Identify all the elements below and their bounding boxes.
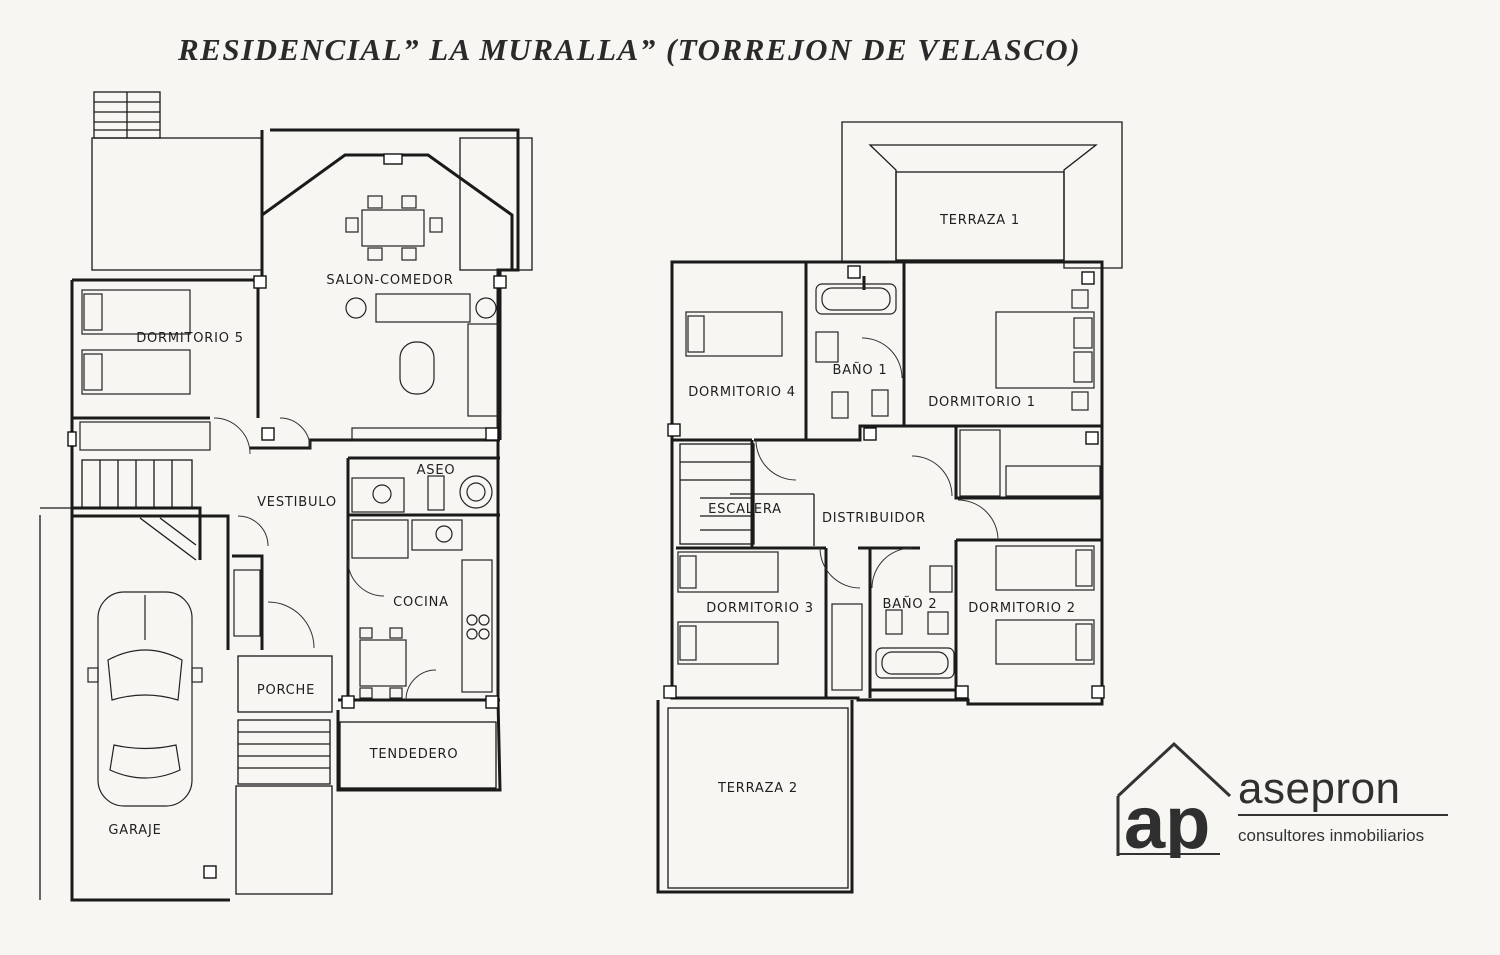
bano-1-fixtures [815, 283, 897, 419]
ground-floor-plan: SALON-COMEDOR DORMITORIO 5 VESTIBULO ASE… [39, 91, 533, 902]
ground-back-terrace-left [91, 137, 263, 271]
page-title: RESIDENCIAL” LA MURALLA” (TORREJON DE VE… [178, 32, 1082, 67]
wardrobe-2 [1005, 465, 1101, 497]
ground-doors [213, 417, 437, 701]
upper-staircase [679, 443, 815, 546]
label-aseo: ASEO [417, 463, 456, 478]
label-vestibulo: VESTIBULO [257, 495, 337, 510]
aseo-fixtures [351, 475, 493, 513]
label-porche: PORCHE [257, 683, 315, 698]
logo-brand-name: asepron [1238, 764, 1401, 813]
porche-area [237, 655, 333, 713]
label-dormitorio-1: DORMITORIO 1 [928, 395, 1036, 410]
cocina-fixtures [351, 519, 493, 699]
ground-staircase [81, 459, 197, 561]
terraza-1-area [895, 171, 1065, 261]
upper-roof-tiles [841, 121, 1123, 269]
label-bano-1: BAÑO 1 [833, 362, 888, 378]
front-garden [235, 785, 333, 895]
label-tendedero: TENDEDERO [369, 747, 459, 762]
bano-2-fixtures [875, 565, 955, 679]
label-dormitorio-3: DORMITORIO 3 [706, 601, 814, 616]
logo-divider [1238, 814, 1448, 816]
label-dormitorio-4: DORMITORIO 4 [688, 385, 796, 400]
label-escalera: ESCALERA [708, 502, 782, 517]
label-salon-comedor: SALON-COMEDOR [326, 273, 453, 288]
label-dormitorio-2: DORMITORIO 2 [968, 601, 1076, 616]
upper-columns [663, 265, 1105, 699]
logo-monogram: ap [1124, 781, 1210, 858]
label-distribuidor: DISTRIBUIDOR [822, 511, 926, 526]
logo-tagline: consultores inmobiliarios [1238, 826, 1425, 845]
front-steps [237, 719, 331, 785]
label-terraza-1: TERRAZA 1 [939, 213, 1020, 228]
dormitorio-5-beds [79, 289, 211, 451]
label-dormitorio-5: DORMITORIO 5 [136, 331, 244, 346]
label-garaje: GARAJE [108, 823, 161, 838]
label-bano-2: BAÑO 2 [883, 596, 938, 612]
dining-table [345, 195, 443, 261]
ground-columns [67, 153, 507, 879]
ground-back-steps [93, 91, 161, 139]
label-cocina: COCINA [393, 595, 449, 610]
dormitorio-2-beds [995, 545, 1095, 665]
wardrobe-1 [959, 429, 1001, 497]
dormitorio-3-beds [677, 551, 863, 691]
garage-car [87, 591, 203, 807]
sofa-set [345, 293, 499, 441]
asepron-house-icon: ap [1116, 741, 1232, 858]
vestibulo-cabinet [233, 569, 261, 637]
upper-floor-plan: TERRAZA 1 DORMITORIO 4 BAÑO 1 DORMITORIO… [656, 121, 1123, 894]
label-terraza-2: TERRAZA 2 [717, 781, 798, 796]
dormitorio-4-bed [685, 311, 783, 357]
terraza-2-area [667, 707, 849, 889]
upper-doors [755, 337, 999, 589]
dormitorio-1-bed [995, 289, 1095, 411]
tendedero-area [339, 721, 497, 789]
dormitorio-4-pillow [687, 315, 705, 353]
ground-back-terrace-right [459, 137, 533, 271]
